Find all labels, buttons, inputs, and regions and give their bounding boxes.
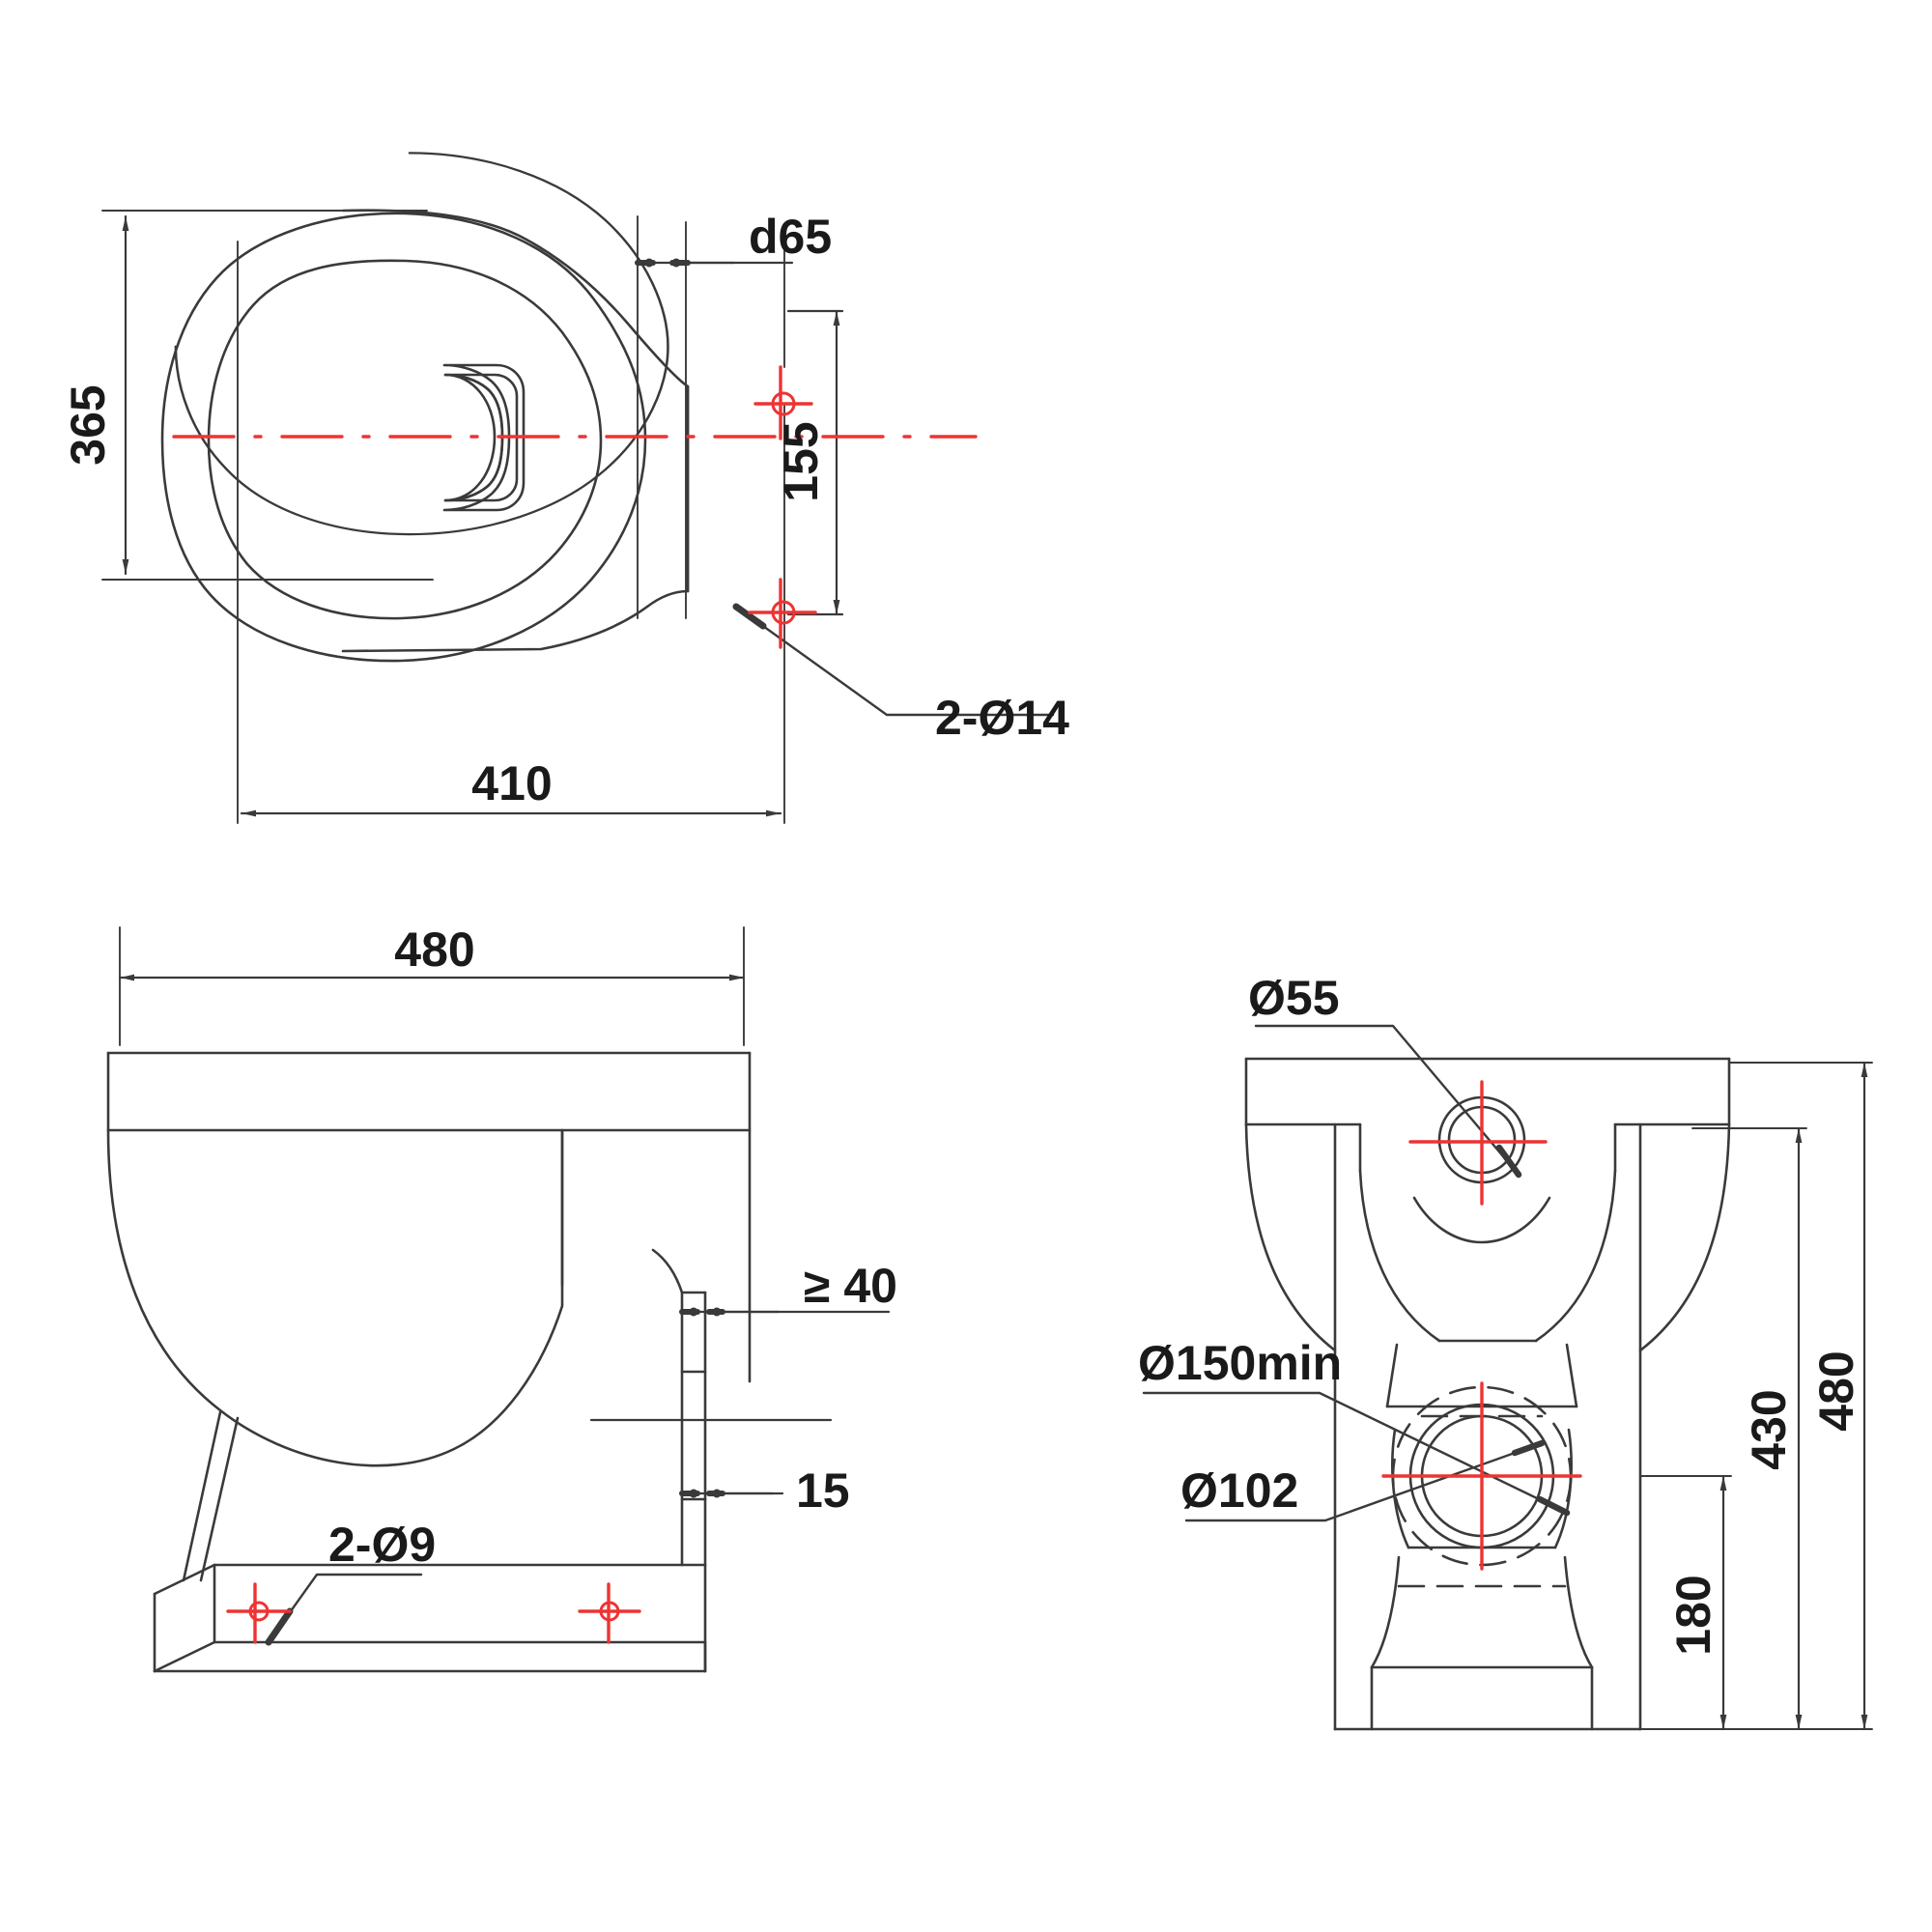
top-view-extension-lines	[101, 210, 785, 824]
top-view-geometry	[160, 152, 690, 663]
dim-155-line	[786, 309, 844, 616]
dim-480-rear-label: 480	[1809, 1350, 1863, 1431]
dim-15-line	[679, 1489, 784, 1498]
dim-40-label: ≥ 40	[804, 1259, 897, 1313]
dimension-text-layer: 365 410 d65 155 2-Ø14 480 ≥ 40 15 2-Ø9 Ø…	[61, 210, 1863, 1656]
dim-40-line	[679, 1307, 891, 1317]
leader-d102	[1184, 1439, 1546, 1522]
side-view-geometry	[106, 1051, 752, 1673]
dim-d65-line	[635, 258, 794, 268]
dim-365-label: 365	[61, 384, 115, 465]
dim-155-label: 155	[774, 421, 828, 501]
dim-480-side	[118, 926, 746, 1046]
dim-d65-label: d65	[749, 210, 832, 264]
dim-d55-label: Ø55	[1248, 971, 1340, 1025]
leader-2xd14	[732, 603, 1055, 717]
rear-view-dim-lines	[1639, 1061, 1873, 1731]
dim-2x14-label: 2-Ø14	[935, 691, 1069, 745]
leader-d55	[1254, 1024, 1522, 1179]
dim-2x9-label: 2-Ø9	[328, 1518, 436, 1572]
leader-d150min	[1142, 1391, 1571, 1517]
dim-410-label: 410	[471, 756, 552, 810]
dim-430-label: 430	[1742, 1389, 1796, 1469]
leader-2xd9	[265, 1573, 423, 1646]
centerlines	[172, 365, 1582, 1644]
dim-480-side-label: 480	[394, 923, 474, 977]
dim-15-label: 15	[796, 1463, 850, 1518]
dim-d102-label: Ø102	[1180, 1463, 1298, 1518]
dim-d150min-label: Ø150min	[1138, 1336, 1342, 1390]
dim-180-label: 180	[1666, 1575, 1720, 1655]
